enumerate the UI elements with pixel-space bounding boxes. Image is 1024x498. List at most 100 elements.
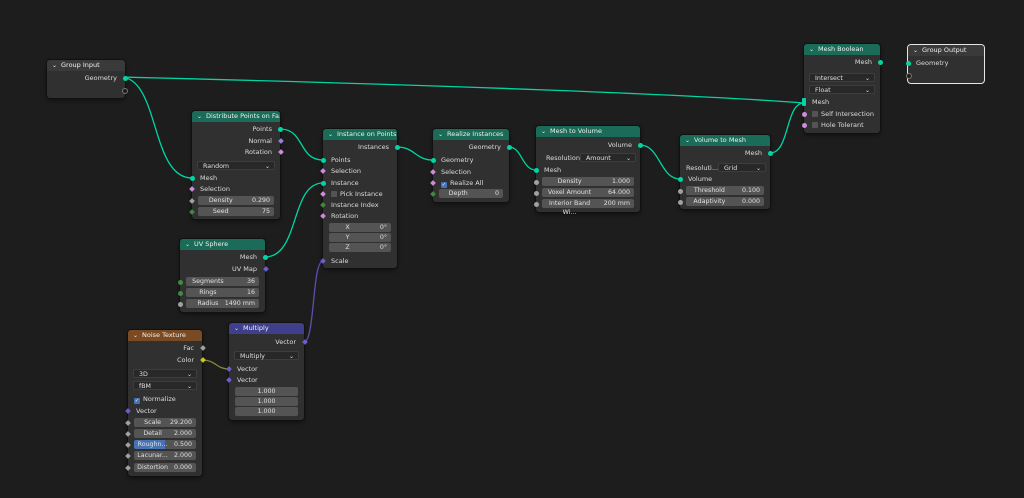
socket-dot[interactable] [122,75,128,81]
socket-dot[interactable] [225,377,232,383]
socket-dot[interactable] [319,213,326,219]
roughness-slider[interactable]: Roughn...0.500 [134,440,196,449]
volume-socket[interactable]: Volume [536,140,643,150]
radius-socket[interactable] [177,299,265,309]
socket-dot[interactable] [533,201,539,207]
socket-dot[interactable] [177,279,183,285]
chevron-down-icon[interactable]: ⌄ [541,128,547,135]
mesh-boolean-header[interactable]: ⌄Mesh Boolean [804,44,880,55]
socket-dot[interactable] [262,254,268,260]
socket-dot[interactable] [301,339,308,345]
dimensions-dropdown[interactable]: 3D⌄ [133,369,197,378]
vector-out-socket[interactable]: Vector [229,337,308,347]
multiply-node[interactable]: ⌄Multiply Vector Multiply⌄ Vector Vector… [225,323,308,420]
socket-dot[interactable] [319,191,326,197]
socket-dot[interactable] [430,157,436,163]
vector-socket[interactable]: Vector [124,406,202,416]
normalize-toggle[interactable]: ✓Normalize [134,394,202,404]
socket-dot[interactable] [394,144,400,150]
socket-dot[interactable] [320,180,326,186]
uv-map-socket[interactable]: UV Map [180,264,269,274]
mesh-socket[interactable]: Mesh [180,252,268,262]
socket-dot[interactable] [199,345,206,351]
socket-dot[interactable] [319,202,326,208]
vector-b-y-field[interactable]: 1.000 [235,397,298,406]
realize-instances-node[interactable]: ⌄Realize Instances Geometry Geometry Sel… [429,129,512,202]
interior-band-socket[interactable] [533,199,640,209]
volume-to-mesh-header[interactable]: ⌄Volume to Mesh [680,135,770,146]
rings-socket[interactable] [177,288,265,298]
socket-dot[interactable] [189,175,195,181]
hole-tolerant-socket[interactable]: Hole Tolerant [801,120,880,130]
socket-dot[interactable] [319,168,326,174]
color-socket[interactable]: Color [128,355,206,365]
mesh-socket[interactable]: Mesh [189,173,280,183]
chevron-down-icon[interactable]: ⌄ [685,137,691,144]
socket-dot[interactable] [877,59,883,65]
socket-dot[interactable] [801,122,807,128]
socket-dot[interactable] [506,144,512,150]
mesh-to-volume-node[interactable]: ⌄Mesh to Volume Volume Resolution Amount… [533,126,643,216]
selection-socket[interactable]: Selection [429,167,509,177]
instance-on-points-header[interactable]: ⌄Instance on Points [323,129,397,140]
solver-dropdown[interactable]: Float⌄ [809,85,875,94]
rotation-socket[interactable]: Rotation [192,147,284,157]
resolution-dropdown[interactable]: Grid⌄ [718,163,766,172]
mesh-out-socket[interactable]: Mesh [804,57,883,67]
chevron-down-icon[interactable]: ⌄ [234,325,240,332]
socket-dot[interactable] [188,186,195,192]
socket-dot[interactable] [188,209,195,215]
points-socket[interactable]: Points [320,155,397,165]
geometry-out-socket[interactable]: Geometry [433,142,512,152]
socket-dot[interactable] [905,72,912,79]
socket-dot[interactable] [320,157,326,163]
vector-b-socket[interactable]: Vector [225,375,304,385]
normalize-checkbox[interactable]: ✓ [134,398,140,404]
mesh-socket[interactable]: Mesh [680,148,773,158]
chevron-down-icon[interactable]: ⌄ [438,131,444,138]
socket-dot[interactable] [801,98,806,106]
socket-dot[interactable] [124,420,131,426]
socket-dot[interactable] [429,180,436,186]
socket-dot[interactable] [637,142,643,148]
uv-sphere-header[interactable]: ⌄UV Sphere [180,239,265,250]
distribute-points-node[interactable]: ⌄Distribute Points on Fa... Points Norma… [188,111,284,219]
lacunarity-field[interactable]: Lacunar...2.000 [134,451,196,460]
socket-dot[interactable] [533,190,539,196]
group-input-header[interactable]: ⌄Group Input [47,60,125,71]
socket-dot[interactable] [801,111,807,117]
chevron-down-icon[interactable]: ⌄ [185,241,191,248]
self-intersection-socket[interactable]: Self Intersection [801,109,880,119]
pick-instance-checkbox[interactable] [331,191,337,197]
mesh-socket[interactable]: Mesh [533,165,640,175]
socket-dot[interactable] [124,442,131,448]
selection-socket[interactable]: Selection [188,184,280,194]
instances-socket[interactable]: Instances [323,142,400,152]
realize-all-socket[interactable]: ✓Realize All [429,178,509,188]
adaptivity-socket[interactable] [677,197,770,207]
realize-instances-header[interactable]: ⌄Realize Instances [433,129,509,140]
group-output-header[interactable]: ⌄Group Output [908,45,984,56]
operation-dropdown[interactable]: Multiply⌄ [234,351,299,360]
socket-dot[interactable] [677,176,683,182]
socket-dot[interactable] [225,366,232,372]
socket-dot[interactable] [124,431,131,437]
socket-dot[interactable] [121,87,128,94]
socket-dot[interactable] [677,188,683,194]
voxel-amount-socket[interactable] [533,188,640,198]
group-input-empty-socket[interactable] [47,85,128,95]
group-input-geometry-socket[interactable]: Geometry [47,73,128,83]
instance-index-socket[interactable]: Instance Index [319,200,397,210]
self-intersection-checkbox[interactable] [812,111,818,117]
socket-dot[interactable] [124,453,131,459]
